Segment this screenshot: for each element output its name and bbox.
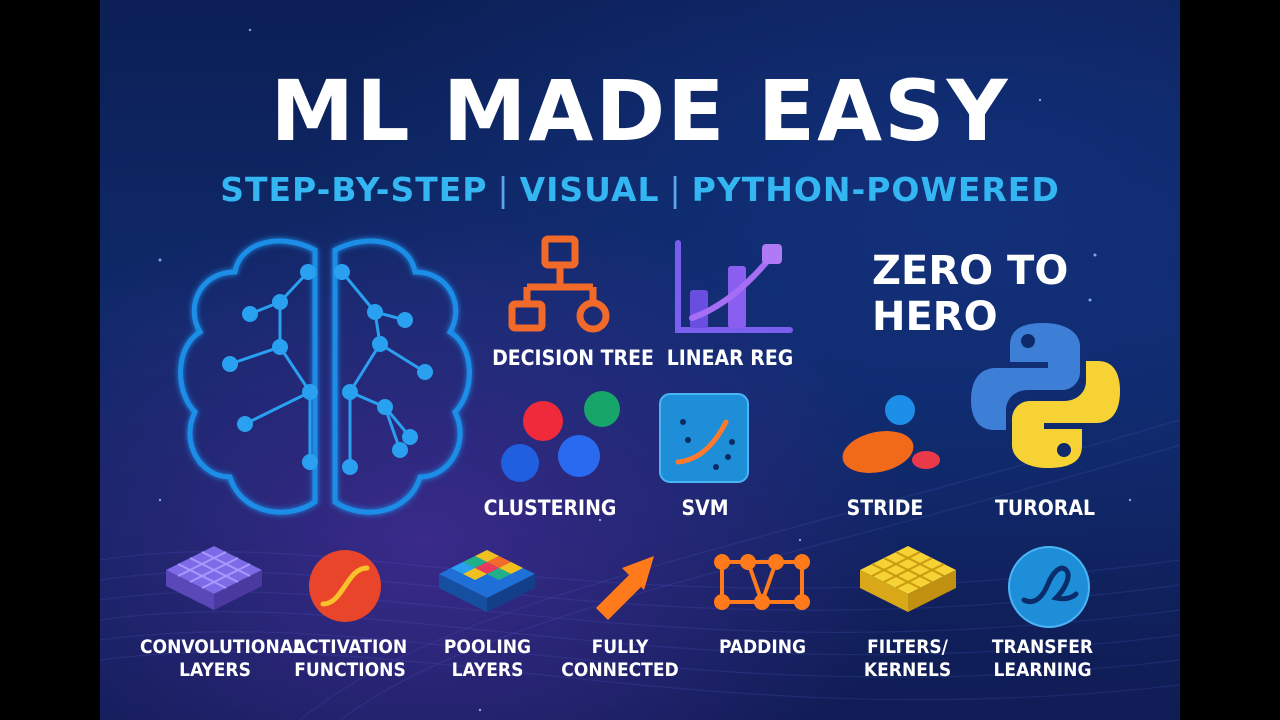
bottom-topic-line1: PADDING [718,636,807,658]
bottom-topic-line1: CONVOLUTIONAL [140,636,304,658]
subtitle-separator: | [497,170,510,209]
subtitle-step-by-step: STEP-BY-STEP [220,170,488,209]
label-svm: SVM [681,496,729,520]
tagline-line1: ZERO TO [872,248,1069,294]
activation-icon [309,550,381,622]
label-convolutional-layers: CONVOLUTIONAL LAYERS [140,636,304,682]
page-title: ML MADE EASY [270,62,1010,160]
zero-to-hero-tagline: ZERO TO HERO [872,248,1068,340]
subtitle-separator: | [669,170,682,209]
bottom-topic-line2: FUNCTIONS [294,659,406,681]
arrow-icon [596,556,654,620]
label-filters-kernels: FILTERS/ KERNELS [845,636,970,682]
label-activation-functions: ACTIVATION FUNCTIONS [285,636,415,682]
label-stride: STRIDE [846,496,924,520]
label-padding: PADDING [700,636,825,659]
filters-grid-icon [860,546,956,612]
bottom-topic-line2: LAYERS [451,659,524,681]
transfer-learning-icon [1008,546,1090,628]
label-transfer-learning: TRANSFER LEARNING [980,636,1105,682]
bottom-topic-line1: FULLY [591,636,649,658]
label-clustering: CLUSTERING [483,496,617,520]
bottom-topic-line1: POOLING [443,636,532,658]
label-linear-reg: LINEAR REG [666,346,794,370]
bottom-topic-line1: ACTIVATION [292,636,408,658]
pooling-grid-icon [439,550,535,612]
conv-grid-icon [166,546,262,610]
label-pooling-layers: POOLING LAYERS [425,636,550,682]
tagline-line2: HERO [872,294,998,340]
padding-network-icon [714,554,810,610]
label-decision-tree: DECISION TREE [492,346,654,370]
brain-network-icon [178,238,472,515]
bottom-topic-line2: LAYERS [179,659,251,681]
thumbnail-poster: ML MADE EASY STEP-BY-STEP|VISUAL|PYTHON-… [100,0,1180,720]
svm-icon [659,393,749,483]
subtitle-visual: VISUAL [519,170,660,209]
clustering-dots-icon [501,391,620,482]
subtitle: STEP-BY-STEP|VISUAL|PYTHON-POWERED [100,170,1180,209]
bottom-topic-line2: KERNELS [863,659,952,681]
python-logo-icon [971,323,1120,468]
bottom-topic-line2: LEARNING [993,659,1092,681]
label-tutorial: TURORAL [994,496,1096,520]
decision-tree-icon [508,235,610,333]
label-fully-connected: FULLY CONNECTED [555,636,685,682]
subtitle-python-powered: PYTHON-POWERED [691,170,1060,209]
bottom-topic-line1: FILTERS/ [867,636,948,658]
bottom-topic-line2: CONNECTED [561,659,679,681]
bottom-topic-line1: TRANSFER [991,636,1094,658]
linear-reg-chart-icon [675,240,793,333]
stride-icon [842,395,940,473]
